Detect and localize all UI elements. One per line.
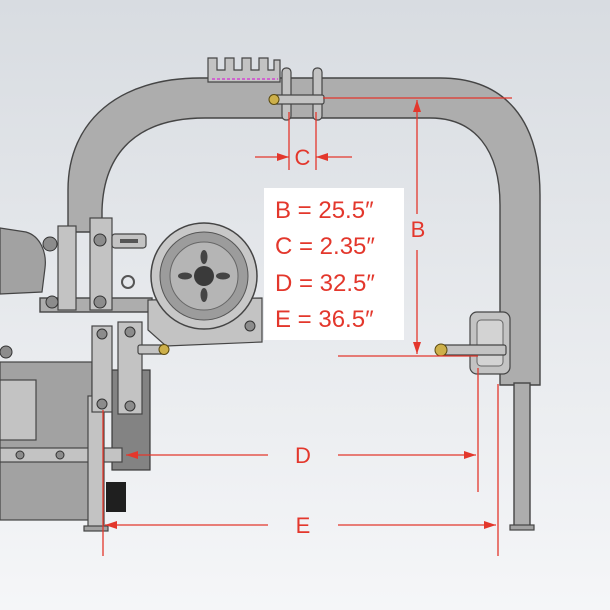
drum-hub — [194, 266, 214, 286]
drum-slot — [200, 288, 208, 302]
left-stand-leg — [87, 395, 105, 529]
rail-bolt — [15, 450, 25, 460]
right-lower-bracket — [434, 311, 511, 375]
upper-hitch-tower — [39, 217, 153, 313]
specs-box — [264, 188, 404, 340]
lower-bolt — [124, 326, 136, 338]
top-plate-right — [312, 67, 323, 121]
dimension-label-e: E — [296, 513, 311, 538]
spec-line-d: D = 32.5″ — [275, 270, 375, 297]
lower-plate-left — [91, 325, 113, 413]
lower-bolt — [96, 398, 108, 410]
left-stand-foot — [83, 525, 109, 532]
top-pin — [273, 94, 325, 105]
right-pin — [439, 344, 507, 356]
black-block — [106, 482, 126, 512]
top-plate-left — [281, 67, 292, 121]
left-machine-body — [0, 227, 151, 532]
spec-line-b: B = 25.5″ — [275, 197, 374, 224]
spring-clip — [121, 275, 135, 289]
specs-panel: B = 25.5″ C = 2.35″ D = 32.5″ E = 36.5″ — [264, 188, 404, 340]
link-slot — [120, 239, 138, 243]
adjustment-comb-plate — [207, 57, 281, 83]
dimension-d: D — [126, 368, 479, 492]
right-bracket-inner — [476, 319, 504, 367]
dimension-label-d: D — [295, 443, 311, 468]
lower-bolt — [96, 328, 108, 340]
drum-slot — [200, 250, 208, 264]
bracket-bolt — [244, 320, 256, 332]
dimension-label-b: B — [411, 217, 426, 242]
pto-drum — [150, 222, 258, 330]
dimension-label-c: C — [295, 145, 311, 170]
drum-slot — [216, 272, 230, 280]
tower-bolt — [93, 233, 107, 247]
right-pin-tip — [434, 343, 448, 357]
dimension-e: E — [102, 384, 499, 556]
lower-arm-assembly — [91, 321, 170, 415]
dimension-b: B — [323, 97, 512, 357]
rail-bolt — [55, 450, 65, 460]
hoop-frame — [67, 77, 541, 386]
dimension-c: C — [255, 112, 352, 170]
lower-pin-tip — [158, 344, 170, 355]
tower-plate-left — [57, 225, 77, 311]
tower-bolt — [45, 295, 59, 309]
drum-slot — [178, 272, 192, 280]
tower-bolt — [93, 295, 107, 309]
right-stand-leg — [513, 382, 531, 527]
spec-line-e: E = 36.5″ — [275, 306, 374, 333]
housing-panel — [0, 379, 37, 441]
tower-bolt — [42, 236, 58, 252]
right-stand-foot — [509, 524, 535, 531]
housing-bolt — [0, 345, 13, 359]
top-link-pin-assembly — [268, 67, 325, 121]
lower-bolt — [124, 400, 136, 412]
gearbox-housing — [0, 227, 46, 295]
top-pin-tip — [268, 94, 280, 105]
spec-line-c: C = 2.35″ — [275, 233, 375, 260]
